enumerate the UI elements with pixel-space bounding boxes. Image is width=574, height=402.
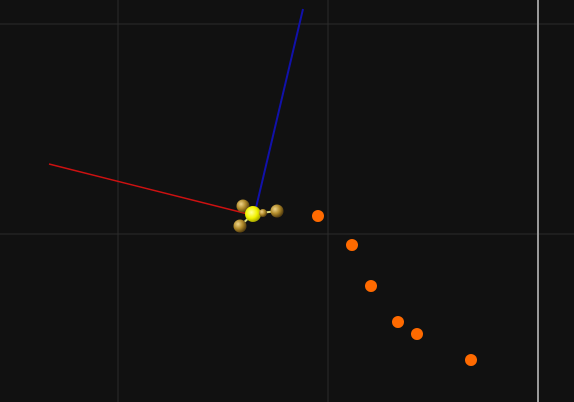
ligand-atom[interactable] [270,204,284,218]
trajectory-point[interactable] [465,354,477,366]
axes [48,8,304,216]
ligand-atom[interactable] [233,219,247,233]
z-axis-line [254,8,304,213]
ligand-atom[interactable] [236,199,250,213]
x-axis-line [48,163,253,216]
center-atom[interactable] [245,206,261,222]
trajectory [312,210,477,366]
trajectory-point[interactable] [411,328,423,340]
trajectory-point[interactable] [365,280,377,292]
ligand-atom[interactable] [259,209,267,217]
trajectory-point[interactable] [392,316,404,328]
trajectory-point[interactable] [346,239,358,251]
molecule[interactable] [233,199,284,233]
trajectory-point[interactable] [312,210,324,222]
